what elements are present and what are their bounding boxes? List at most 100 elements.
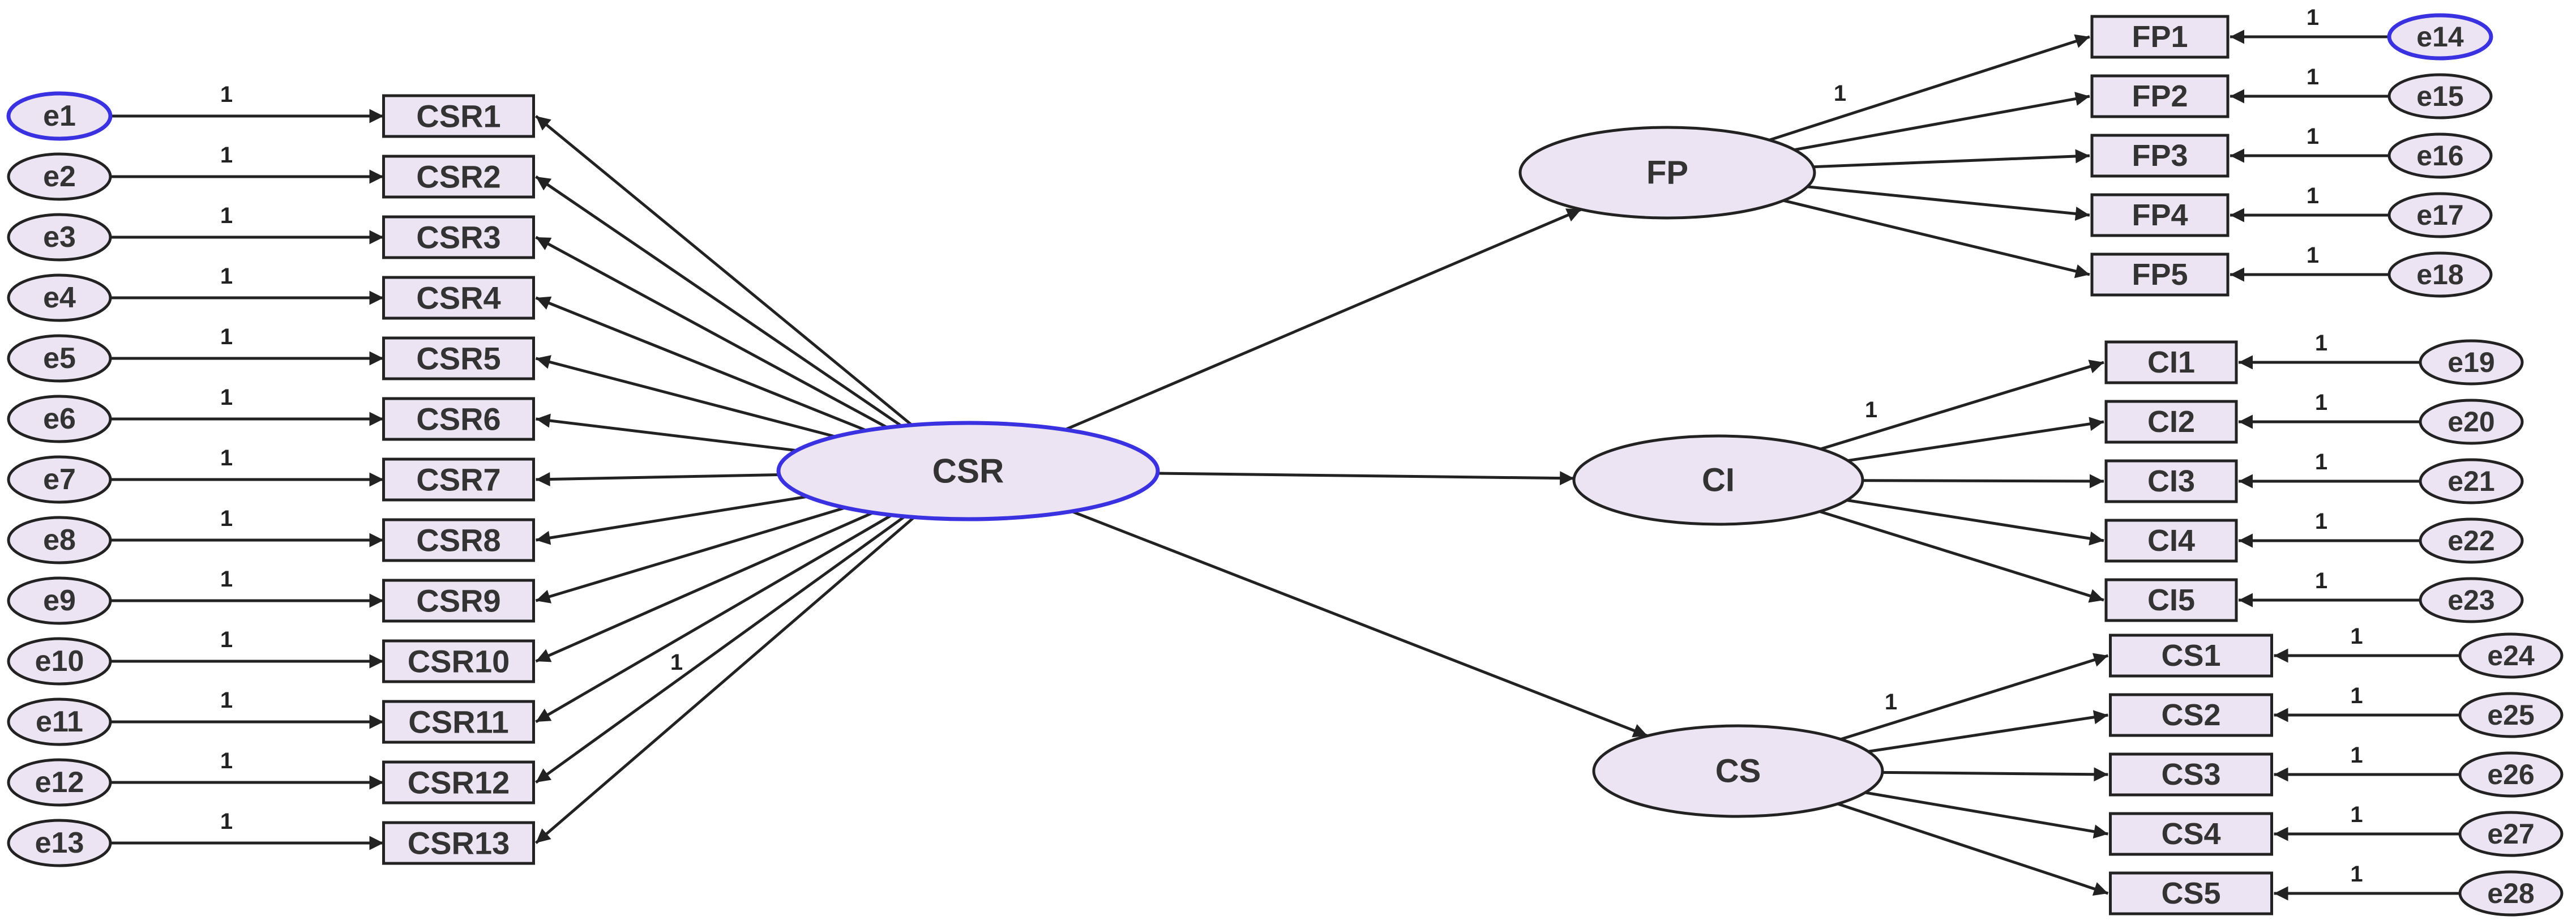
- error-term-e11[interactable]: [7, 698, 112, 746]
- error-term-e24[interactable]: [2458, 632, 2564, 679]
- error-term-e14[interactable]: [2387, 13, 2493, 61]
- error-label-e11: e11: [36, 705, 83, 738]
- indicator-box-ci1[interactable]: [2104, 340, 2238, 384]
- error-term-e4[interactable]: [7, 273, 112, 322]
- error-term-e1[interactable]: [6, 91, 113, 141]
- error-term-e20[interactable]: [2419, 399, 2524, 445]
- error-term-e9[interactable]: [7, 576, 112, 625]
- error-term-e13[interactable]: [7, 819, 112, 867]
- error-term-e16[interactable]: [2387, 132, 2493, 179]
- indicator-label-csr8: CSR8: [416, 523, 500, 558]
- indicator-box-csr9[interactable]: [382, 579, 535, 623]
- loading-arrow-fp1: [1769, 34, 2090, 142]
- error-term-e28[interactable]: [2458, 870, 2564, 917]
- latent-cs[interactable]: [1592, 724, 1884, 818]
- indicator-label-fp5: FP5: [2132, 258, 2188, 292]
- error-label-e19: e19: [2447, 346, 2494, 378]
- error-term-e8[interactable]: [7, 516, 112, 564]
- indicator-box-csr2[interactable]: [382, 155, 535, 199]
- indicator-box-fp5[interactable]: [2090, 253, 2230, 297]
- error-term-e22[interactable]: [2419, 517, 2524, 564]
- error-label-e27: e27: [2487, 818, 2534, 850]
- error-term-e25[interactable]: [2458, 692, 2564, 738]
- fixed-path-one: 1: [220, 506, 233, 531]
- error-term-e5[interactable]: [7, 334, 112, 383]
- indicator-box-csr12[interactable]: [382, 760, 535, 805]
- error-term-e7[interactable]: [7, 455, 112, 504]
- indicator-box-cs2[interactable]: [2109, 693, 2273, 737]
- indicator-box-csr6[interactable]: [382, 397, 535, 441]
- indicator-label-cs1: CS1: [2161, 639, 2220, 673]
- error-term-e15[interactable]: [2387, 73, 2493, 119]
- indicator-box-csr8[interactable]: [382, 518, 535, 562]
- latent-csr[interactable]: [776, 421, 1160, 521]
- error-term-e18[interactable]: [2387, 251, 2493, 298]
- indicator-label-cs2: CS2: [2161, 698, 2220, 732]
- error-term-e3[interactable]: [7, 213, 112, 262]
- indicator-box-csr11[interactable]: [382, 700, 535, 744]
- error-label-e26: e26: [2487, 759, 2534, 790]
- fixed-path-one: 1: [220, 627, 233, 652]
- structural-path-fp: [1064, 208, 1582, 431]
- indicator-box-fp2[interactable]: [2090, 74, 2230, 118]
- indicator-label-csr9: CSR9: [416, 583, 500, 619]
- error-label-e17: e17: [2416, 199, 2463, 231]
- loading-arrow-csr11: [535, 514, 893, 724]
- loading-arrow-csr4: [535, 296, 867, 432]
- error-label-e20: e20: [2447, 406, 2494, 438]
- fixed-path-one: 1: [2315, 509, 2327, 534]
- fixed-path-one: 1: [2307, 65, 2319, 89]
- error-term-e12[interactable]: [7, 758, 112, 807]
- indicator-box-ci3[interactable]: [2104, 459, 2238, 503]
- indicator-box-fp1[interactable]: [2090, 15, 2230, 59]
- loading-arrow-cs3: [1882, 767, 2108, 782]
- error-label-e1: e1: [43, 100, 76, 132]
- indicator-box-cs1[interactable]: [2109, 634, 2273, 678]
- loading-arrow-csr7: [536, 472, 780, 487]
- error-label-e10: e10: [35, 645, 84, 678]
- error-term-e2[interactable]: [7, 152, 112, 201]
- indicator-label-csr6: CSR6: [416, 401, 500, 437]
- latent-ci[interactable]: [1572, 434, 1864, 526]
- indicator-box-ci2[interactable]: [2104, 400, 2238, 444]
- indicator-label-fp1: FP1: [2132, 20, 2188, 54]
- indicator-box-csr3[interactable]: [382, 215, 535, 259]
- error-label-e28: e28: [2487, 878, 2534, 909]
- indicator-box-cs5[interactable]: [2109, 871, 2273, 915]
- error-term-e10[interactable]: [7, 637, 112, 686]
- error-term-e27[interactable]: [2458, 811, 2564, 857]
- indicator-label-csr11: CSR11: [408, 704, 508, 740]
- error-term-e21[interactable]: [2419, 458, 2524, 504]
- latent-fp-label: FP: [1646, 155, 1688, 191]
- fixed-path-one: 1: [220, 809, 233, 834]
- indicator-box-csr10[interactable]: [382, 639, 535, 683]
- indicator-box-ci5[interactable]: [2104, 578, 2238, 622]
- indicator-box-csr4[interactable]: [382, 276, 535, 320]
- latent-fp[interactable]: [1518, 126, 1816, 220]
- indicator-box-csr5[interactable]: [382, 336, 535, 380]
- indicator-box-ci4[interactable]: [2104, 519, 2238, 563]
- indicator-box-csr7[interactable]: [382, 457, 535, 502]
- error-label-e16: e16: [2416, 140, 2463, 172]
- error-term-e23[interactable]: [2419, 577, 2524, 623]
- indicator-label-fp3: FP3: [2132, 139, 2188, 173]
- loading-arrow-csr1: [534, 115, 913, 426]
- fixed-path-one: 1: [2315, 390, 2327, 415]
- loading-arrow-fp3: [1813, 149, 2090, 169]
- indicator-box-fp4[interactable]: [2090, 193, 2230, 237]
- indicator-box-cs3[interactable]: [2109, 752, 2273, 797]
- indicator-box-cs4[interactable]: [2109, 812, 2273, 856]
- indicator-box-fp3[interactable]: [2090, 134, 2230, 178]
- indicator-label-csr1: CSR1: [416, 99, 500, 134]
- indicator-box-csr1[interactable]: [382, 94, 535, 138]
- fixed-path-one: 1: [2315, 331, 2327, 356]
- error-term-e17[interactable]: [2387, 192, 2493, 238]
- error-term-e6[interactable]: [7, 395, 112, 443]
- indicator-label-csr13: CSR13: [408, 825, 510, 861]
- edges-layer: [110, 29, 2460, 901]
- error-term-e26[interactable]: [2458, 751, 2564, 798]
- error-term-e19[interactable]: [2419, 339, 2524, 386]
- indicator-box-csr13[interactable]: [382, 821, 535, 865]
- indicator-label-csr5: CSR5: [416, 341, 500, 376]
- loading-arrow-fp4: [1807, 185, 2090, 221]
